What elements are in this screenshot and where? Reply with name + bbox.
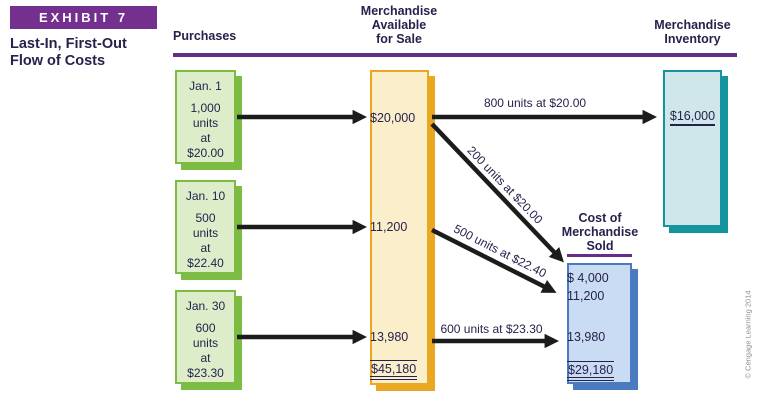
available-row-jan10: 11,200	[370, 220, 408, 234]
purchase-box-jan30: Jan. 30 600 units at $23.30	[175, 290, 236, 384]
column-header-available: Merchandise Available for Sale	[330, 4, 468, 46]
available-row-jan30: 13,980	[370, 330, 409, 344]
column-header-cogs: Cost of Merchandise Sold	[553, 211, 647, 253]
flow-label-600-units: 600 units at $23.30	[440, 322, 543, 336]
column-header-inventory: Merchandise Inventory	[630, 18, 755, 46]
purchase-line: 600	[195, 321, 216, 335]
purchase-line: 500	[195, 211, 216, 225]
purchase-line: at	[200, 241, 211, 255]
purchase-line: units	[192, 116, 219, 130]
cogs-header-line: Merchandise	[561, 225, 639, 239]
inventory-value-wrap: $16,000	[663, 109, 722, 126]
available-total-value: $45,180	[370, 360, 418, 380]
header-underline-rule	[173, 53, 737, 57]
available-row-jan1: $20,000	[370, 111, 416, 125]
available-for-sale-box	[370, 70, 429, 385]
purchase-line: 1,000	[190, 101, 221, 115]
inventory-box	[663, 70, 722, 227]
exhibit-title-line1: Last-In, First-Out	[10, 36, 127, 52]
purchase-line: at	[200, 131, 211, 145]
cogs-row-1: $ 4,000	[567, 271, 609, 285]
available-total: $45,180	[370, 360, 423, 380]
cogs-header-line: Cost of	[578, 211, 622, 225]
purchase-date: Jan. 30	[185, 299, 226, 313]
purchase-date: Jan. 1	[189, 79, 222, 93]
cogs-header-underline	[567, 254, 632, 257]
exhibit-number-badge: EXHIBIT 7	[10, 6, 157, 29]
exhibit-title: Last-In, First-Out Flow of Costs	[10, 36, 180, 70]
available-header-line: for Sale	[376, 32, 422, 46]
exhibit-title-line2: Flow of Costs	[10, 53, 106, 69]
purchase-line: $23.30	[187, 366, 224, 380]
purchase-date: Jan. 10	[185, 189, 226, 203]
purchase-line: units	[192, 336, 219, 350]
cogs-total: $29,180	[567, 361, 626, 381]
purchase-line: $22.40	[187, 256, 224, 270]
inventory-value: $16,000	[669, 109, 716, 126]
inventory-header-line: Merchandise	[654, 18, 731, 32]
cogs-row-3: 13,980	[567, 330, 606, 344]
cogs-total-value: $29,180	[567, 361, 615, 381]
column-header-purchases: Purchases	[173, 29, 237, 43]
purchase-line: $20.00	[187, 146, 224, 160]
flow-label-800-units: 800 units at $20.00	[483, 96, 587, 110]
inventory-header-line: Inventory	[664, 32, 721, 46]
purchase-line: at	[200, 351, 211, 365]
purchase-line: units	[192, 226, 219, 240]
purchase-box-jan1: Jan. 1 1,000 units at $20.00	[175, 70, 236, 164]
cogs-box	[567, 263, 632, 384]
available-header-line: Available	[371, 18, 427, 32]
cogs-row-2: 11,200	[567, 289, 605, 303]
purchase-box-jan10: Jan. 10 500 units at $22.40	[175, 180, 236, 274]
copyright-credit: © Cengage Learning 2014	[743, 290, 753, 379]
available-header-line: Merchandise	[360, 4, 438, 18]
cogs-header-line: Sold	[586, 239, 614, 253]
